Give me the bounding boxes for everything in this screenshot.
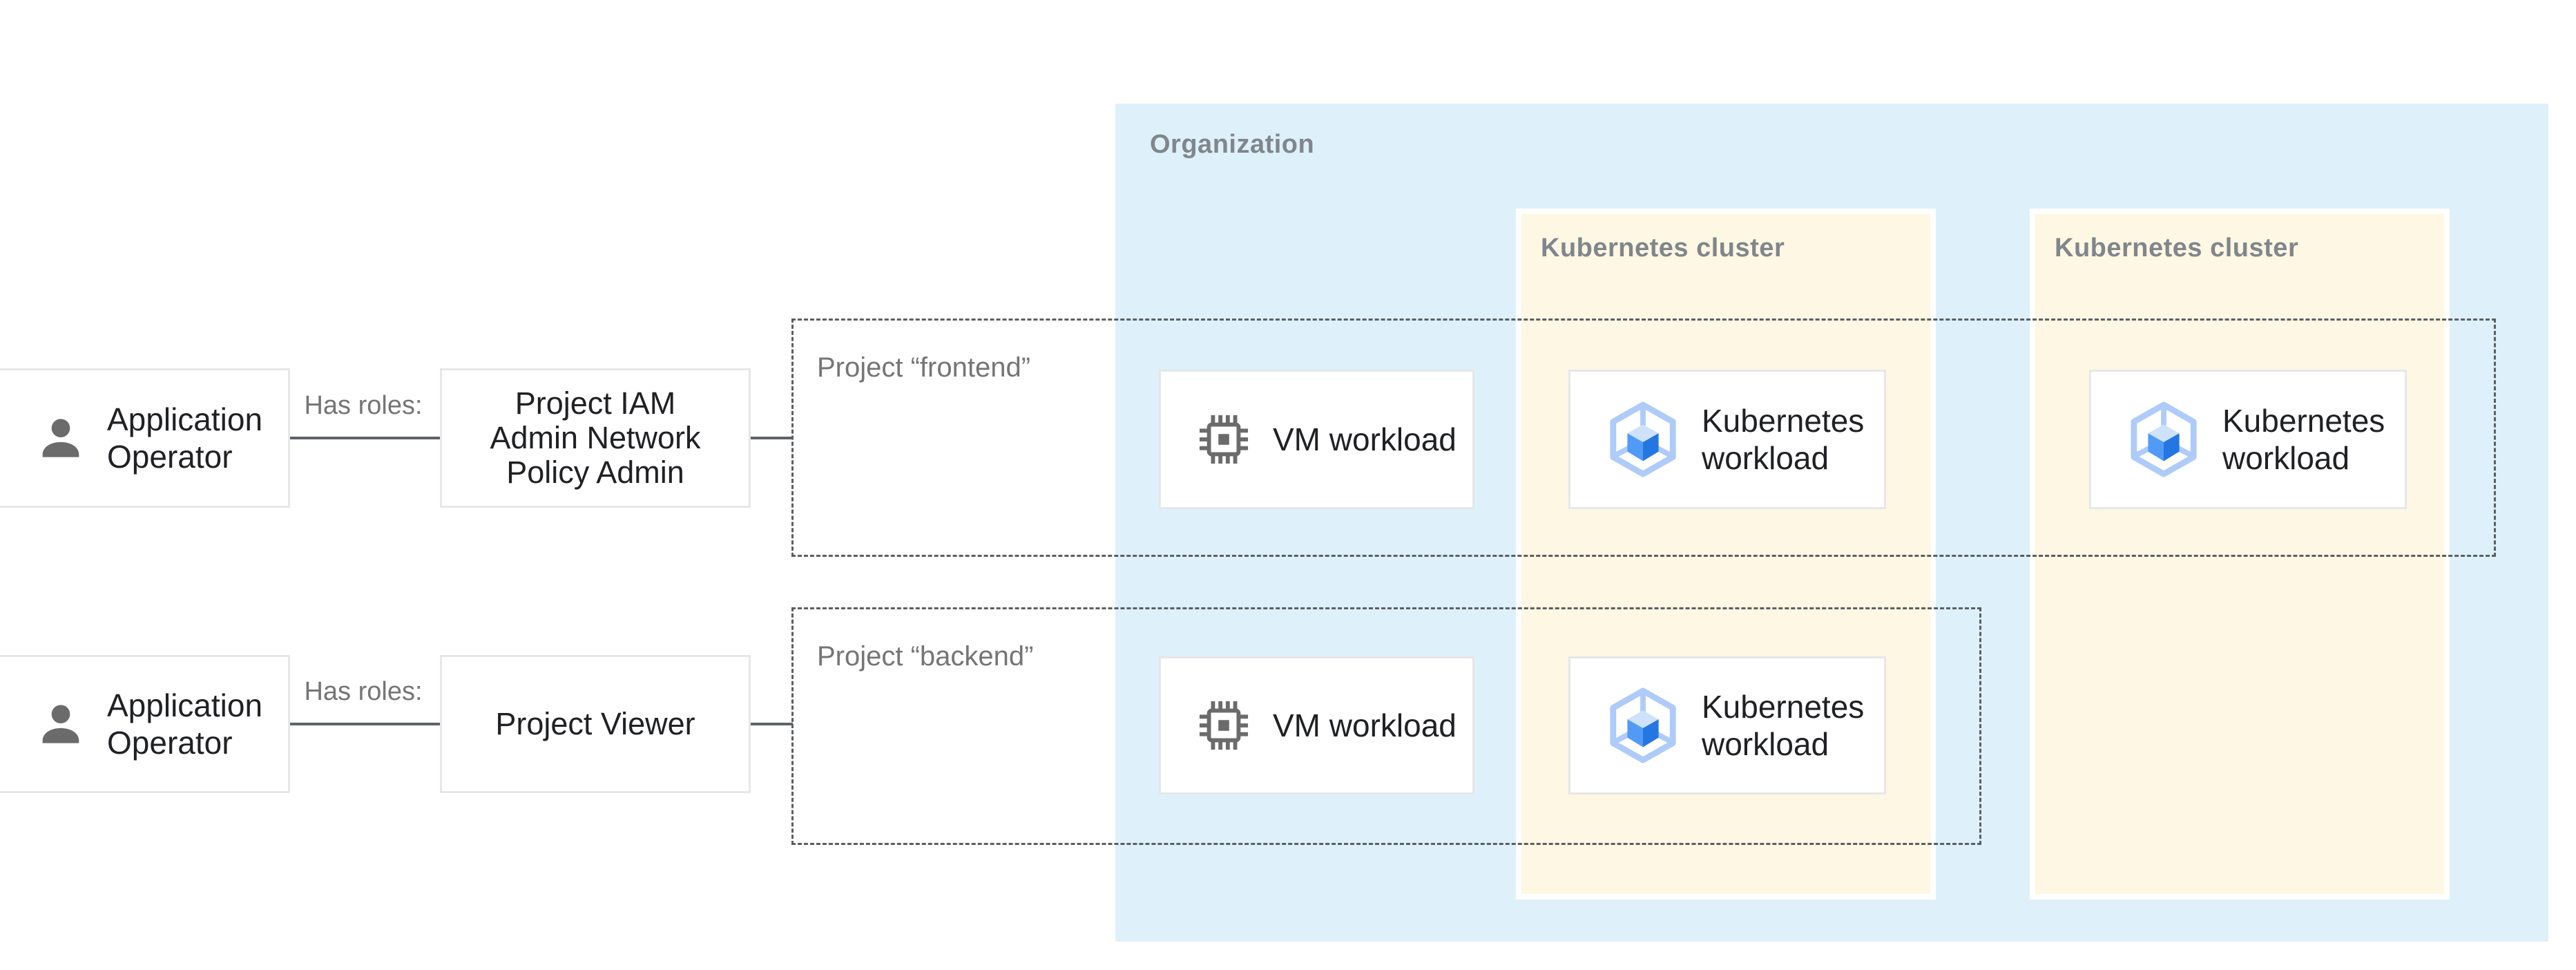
workload-label: VM workload (1273, 421, 1457, 457)
role-box-project-viewer: Project Viewer (440, 655, 751, 793)
actor-label: Application Operator (107, 401, 263, 475)
gke-hexagon-icon (1608, 401, 1678, 477)
role-box-project-iam-admin-network-policy-admin: Project IAM Admin Network Policy Admin (440, 368, 751, 508)
workload-label: Kubernetes workload (2222, 403, 2385, 476)
kubernetes-workload-box-frontend-cluster1: Kubernetes workload (1568, 370, 1886, 509)
connector-role1-to-frontend (749, 437, 793, 439)
vm-workload-box-frontend: VM workload (1159, 370, 1474, 509)
vm-workload-box-backend: VM workload (1159, 656, 1474, 795)
role-label: Project Viewer (495, 706, 695, 741)
connector-role2-to-backend (749, 723, 793, 725)
kubernetes-cluster-label: Kubernetes cluster (1541, 234, 1785, 263)
vm-chip-icon (1198, 414, 1249, 465)
has-roles-label-1: Has roles: (304, 391, 423, 420)
organization-label: Organization (1150, 130, 1315, 159)
person-icon (34, 411, 88, 465)
connector-operator2-to-role (287, 723, 440, 725)
project-backend-label: Project “backend” (817, 641, 1034, 672)
person-icon (34, 697, 88, 751)
kubernetes-cluster-zone-2: Kubernetes cluster (2030, 209, 2450, 900)
application-operator-box-2: Application Operator (0, 655, 290, 793)
application-operator-box-1: Application Operator (0, 368, 290, 508)
has-roles-label-2: Has roles: (304, 677, 423, 706)
project-backend-box: Project “backend” (791, 607, 1981, 845)
project-frontend-label: Project “frontend” (817, 352, 1031, 383)
workload-label: Kubernetes workload (1702, 403, 1865, 476)
vm-chip-icon (1198, 700, 1249, 751)
workload-label: VM workload (1273, 707, 1457, 743)
kubernetes-workload-box-frontend-cluster2: Kubernetes workload (2089, 370, 2407, 509)
role-label: Project IAM Admin Network Policy Admin (490, 386, 701, 490)
kubernetes-cluster-label: Kubernetes cluster (2055, 234, 2299, 263)
gke-hexagon-icon (1608, 687, 1678, 763)
actor-label: Application Operator (107, 687, 263, 761)
kubernetes-workload-box-backend-cluster1: Kubernetes workload (1568, 656, 1886, 795)
workload-label: Kubernetes workload (1702, 689, 1865, 762)
connector-operator1-to-role (287, 437, 440, 439)
gke-hexagon-icon (2128, 401, 2199, 477)
